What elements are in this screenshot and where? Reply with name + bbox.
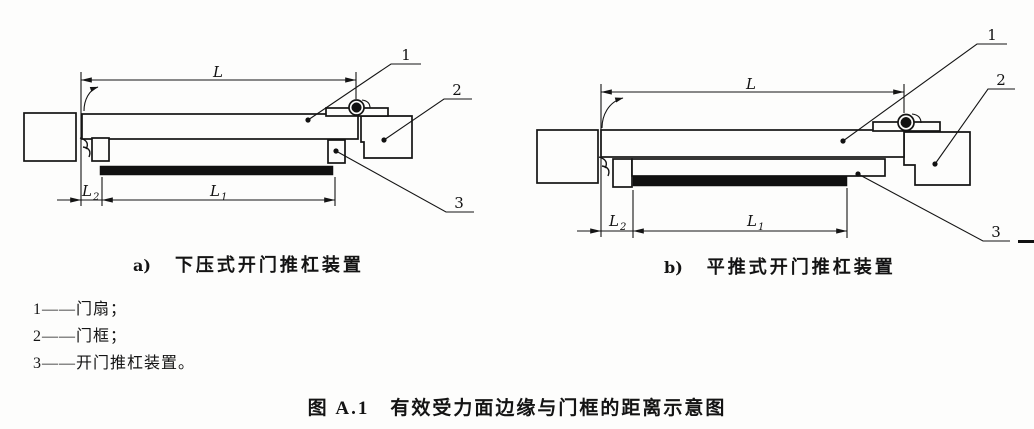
dim-label-L2-a: L [81, 182, 92, 200]
door-leaf-b [600, 129, 905, 158]
door-seal-curl-a [79, 137, 91, 158]
hinge-pivot-a [351, 102, 362, 113]
leader-line-2-a [383, 98, 472, 141]
dim-label-L2-sub-a: 2 [92, 192, 99, 203]
door-frame-left-b [536, 129, 599, 184]
callout-1-b: 1 [987, 26, 997, 44]
caption-b-label: b) [664, 258, 683, 277]
callout-2-b: 2 [996, 71, 1006, 89]
caption-b-text: 平推式开门推杠装置 [706, 257, 896, 277]
leader-line-1-a [307, 63, 421, 121]
push-bar-b [632, 175, 848, 187]
mounting-block-left-a [91, 137, 110, 162]
leader-line-3-a [335, 150, 474, 213]
hinge-hood-a [361, 99, 371, 109]
dim-label-L1-sub-a: 1 [221, 192, 227, 203]
door-leaf-a [81, 113, 359, 140]
legend-item-1: 1——门扇； [33, 301, 128, 318]
dim-label-L1-a: L [209, 182, 220, 200]
dim-label-L1-b: L [746, 212, 757, 230]
figure-title: 图 A.1 有效受力面边缘与门框的距离示意图 [307, 398, 727, 419]
caption-a: a) 下压式开门推杠装置 [133, 251, 364, 277]
callout-2-a: 2 [452, 81, 462, 99]
door-swing-arrow-a [83, 86, 99, 112]
leader-line-3-b [857, 173, 1010, 242]
bar-housing-b [631, 158, 886, 177]
scan-artifact-dash [1018, 240, 1034, 243]
mounting-block-left-b [612, 158, 633, 188]
caption-a-text: 下压式开门推杠装置 [174, 255, 364, 275]
dim-label-L-a: L [212, 63, 223, 81]
legend-item-2: 2——门框； [33, 328, 128, 345]
leader-line-1-b [842, 43, 1007, 142]
dim-label-L2-sub-b: 2 [619, 222, 626, 233]
dim-label-L2-b: L [608, 212, 619, 230]
push-bar-a [99, 165, 334, 176]
callout-1-a: 1 [401, 46, 411, 64]
door-swing-arrow-b [601, 97, 624, 129]
door-frame-right-a [360, 115, 413, 159]
hinge-hood-b [911, 113, 922, 124]
dim-label-L-b: L [745, 75, 756, 93]
leader-line-2-b [934, 88, 1015, 165]
callout-3-a: 3 [454, 194, 464, 212]
hinge-pivot-b [900, 117, 912, 128]
callout-3-b: 3 [991, 223, 1001, 241]
diagram-b: L L 2 L 1 1 2 3 [536, 26, 1015, 242]
diagram-a: L L 2 L 1 1 2 3 [23, 46, 474, 213]
door-frame-right-b [903, 131, 971, 186]
legend-item-3: 3——开门推杠装置。 [33, 355, 196, 372]
door-frame-left-a [23, 112, 77, 162]
legend: 1——门扇； 2——门框； 3——开门推杠装置。 [33, 296, 195, 377]
dim-label-L1-sub-b: 1 [758, 222, 764, 233]
caption-a-label: a) [133, 256, 151, 275]
caption-b: b) 平推式开门推杠装置 [664, 253, 896, 279]
